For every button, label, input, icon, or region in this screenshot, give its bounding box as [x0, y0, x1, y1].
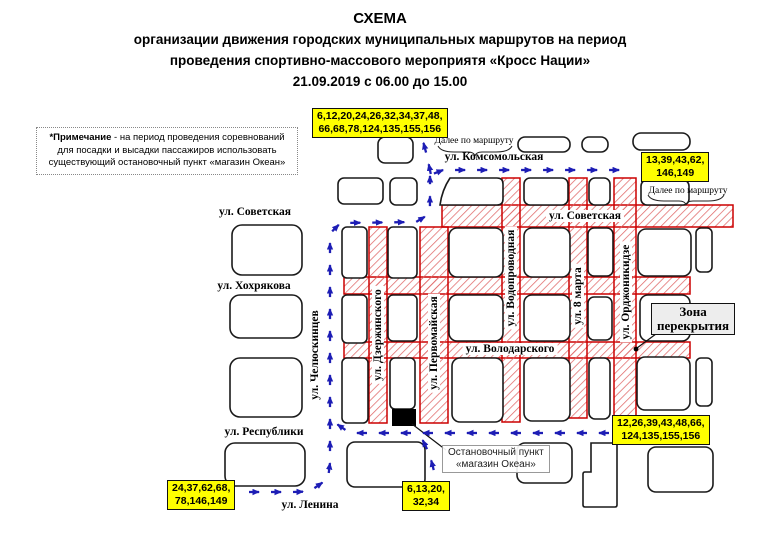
street-label-khokhryakova: ул. Хохрякова	[217, 280, 291, 292]
route-box-north-line2: 66,68,78,124,135,155,156	[318, 123, 442, 135]
route-box-southeast-line2: 124,135,155,156	[621, 430, 701, 442]
route-box-southeast: 12,26,39,43,48,66, 124,135,155,156	[612, 415, 710, 445]
closure-zone-line2: перекрытия	[657, 318, 730, 333]
street-label-sovetskaya-east: ул. Советская	[545, 210, 625, 222]
callout-leaders	[411, 145, 725, 451]
route-box-southwest-line2: 78,146,149	[174, 495, 228, 507]
note-text: - на период проведения соревнований для …	[48, 132, 286, 168]
street-label-8marta: ул. 8 марта	[572, 264, 584, 328]
route-box-southwest-line1: 24,37,62,68,	[172, 482, 231, 494]
street-label-lenina: ул. Ленина	[281, 499, 339, 511]
title-line-1: СХЕМА	[353, 10, 407, 27]
route-box-south-line2: 32,34	[412, 496, 440, 508]
bus-stop-marker	[392, 409, 416, 426]
route-box-south-line1: 6,13,20,	[407, 483, 445, 495]
underbrace-east	[647, 194, 725, 206]
route-arrows	[249, 141, 621, 496]
route-box-southeast-line1: 12,26,39,43,48,66,	[617, 417, 705, 429]
route-box-south: 6,13,20, 32,34	[402, 481, 450, 511]
closure-zone-box: Зона перекрытия	[651, 303, 736, 335]
route-box-southwest: 24,37,62,68, 78,146,149	[167, 480, 236, 510]
page-title: СХЕМА организации движения городских мун…	[0, 8, 760, 92]
title-line-2: организации движения городских муниципал…	[133, 32, 627, 47]
bus-stop-callout-line1: Остановочный пункт	[448, 447, 544, 458]
street-label-volodarskogo: ул. Володарского	[462, 343, 558, 355]
title-line-4: 21.09.2019 с 06.00 до 15.00	[292, 74, 468, 89]
street-label-respubliki: ул. Республики	[224, 426, 304, 438]
dalee-east-label: Далее по маршруту	[648, 186, 728, 196]
title-line-3: проведения спортивно-массового мероприят…	[169, 53, 591, 68]
bus-stop-callout-line2: «магазин Океан»	[455, 459, 536, 470]
dalee-north-label: Далее по маршруту	[434, 136, 514, 146]
street-label-chelyuskintsev: ул. Челюскинцев	[309, 310, 321, 400]
street-label-dzerzhinskogo: ул. Дзержинского	[372, 286, 384, 384]
route-box-north: 6,12,20,24,26,32,34,37,48, 66,68,78,124,…	[312, 108, 448, 138]
route-box-east-line2: 146,149	[656, 167, 695, 179]
closure-zone-line1: Зона	[679, 304, 707, 319]
street-label-sovetskaya-west: ул. Советская	[218, 206, 292, 218]
street-label-komsomolskaya: ул. Комсомольская	[444, 151, 544, 163]
street-label-pervomayskaya: ул. Первомайская	[428, 293, 440, 393]
bus-stop-callout: Остановочный пункт «магазин Океан»	[442, 445, 550, 473]
note-box: *Примечание - на период проведения сорев…	[36, 127, 298, 175]
underbrace-north	[437, 145, 513, 157]
note-bold: *Примечание	[49, 132, 112, 143]
route-box-north-line1: 6,12,20,24,26,32,34,37,48,	[317, 110, 443, 122]
street-label-vodoprovodnaya: ул. Водопроводная	[505, 226, 517, 330]
route-box-east-line1: 13,39,43,62,	[646, 154, 705, 166]
street-label-ordzhonikidze: ул. Орджоникидзе	[620, 241, 632, 343]
route-box-east: 13,39,43,62, 146,149	[641, 152, 710, 182]
